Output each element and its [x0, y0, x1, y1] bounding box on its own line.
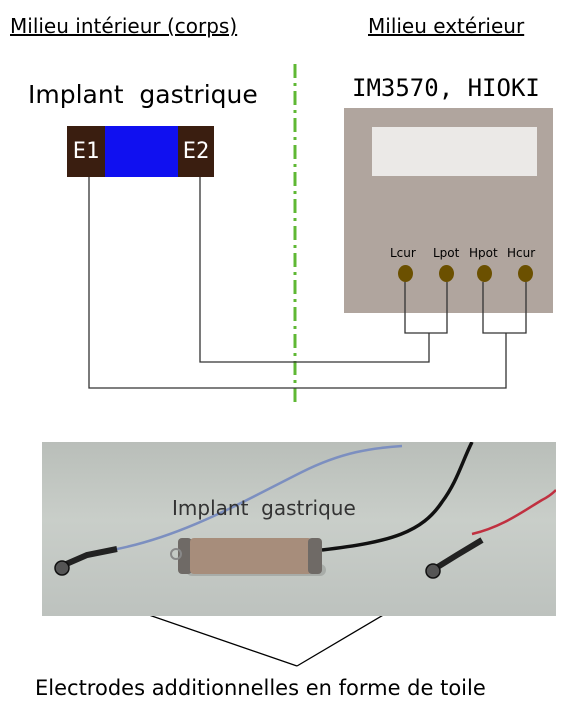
bridge-h	[483, 282, 526, 333]
right-cable	[436, 540, 482, 568]
photo-implant-label: Implant gastrique	[172, 496, 356, 520]
left-mesh-electrode	[55, 561, 69, 575]
capsule-body	[190, 538, 312, 574]
red-wire	[472, 490, 556, 534]
capsule-end-right	[308, 538, 322, 574]
implant-photo	[42, 442, 556, 616]
right-mesh-electrode	[426, 564, 440, 578]
bridge-l	[405, 282, 447, 333]
left-cable	[64, 549, 117, 565]
electrodes-caption: Electrodes additionnelles en forme de to…	[35, 676, 486, 700]
wire-e2	[200, 177, 429, 362]
wire-e1	[89, 177, 506, 388]
photo-illustration	[42, 442, 556, 616]
